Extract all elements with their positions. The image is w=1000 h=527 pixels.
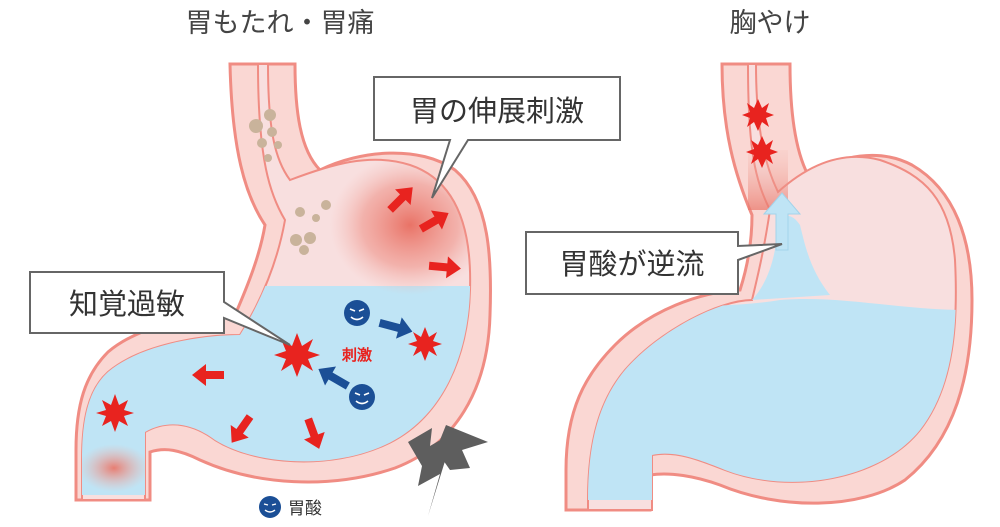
red-arrow-icon xyxy=(387,187,413,213)
pain-burst-icon xyxy=(96,394,134,432)
red-arrow-icon xyxy=(304,417,325,449)
callout-stretch: 胃の伸展刺激 xyxy=(373,76,621,199)
pain-burst-icon xyxy=(746,136,778,168)
panel-title-left: 胃もたれ・胃痛 xyxy=(186,8,375,39)
pain-burst-icon xyxy=(742,99,774,131)
callout-stretch-text: 胃の伸展刺激 xyxy=(410,94,584,128)
callout-reflux-text: 胃酸が逆流 xyxy=(559,247,704,281)
callout-reflux: 胃酸が逆流 xyxy=(525,231,783,295)
legend: 胃酸 xyxy=(259,496,322,519)
duodenum-glow xyxy=(82,444,150,492)
acid-face-icon xyxy=(259,496,281,518)
callout-hypersensitivity: 知覚過敏 xyxy=(29,271,291,346)
stretch-arrows xyxy=(192,187,461,449)
blue-arrow-icon xyxy=(378,317,413,339)
red-arrow-icon xyxy=(428,256,461,279)
lightning-icon xyxy=(408,425,488,516)
panel-title-right: 胸やけ xyxy=(730,8,811,39)
right-pain-bursts xyxy=(742,99,778,168)
blue-arrow-icon xyxy=(318,366,350,390)
reflux-flow xyxy=(752,215,830,300)
legend-label: 胃酸 xyxy=(288,499,322,519)
food-particles xyxy=(249,109,331,255)
red-arrow-icon xyxy=(230,414,254,443)
pain-burst-icon xyxy=(408,327,442,361)
reflux-arrow-icon xyxy=(762,192,802,251)
acid-stimulus-group: 刺激 xyxy=(318,300,413,410)
acid-face-icon xyxy=(349,384,375,410)
stimulus-label: 刺激 xyxy=(342,346,373,364)
acid-face-icon xyxy=(344,300,370,326)
red-arrow-icon xyxy=(192,364,224,386)
red-arrow-icon xyxy=(418,210,449,233)
callout-hypersensitivity-text: 知覚過敏 xyxy=(69,287,185,321)
right-stomach-panel xyxy=(564,62,974,512)
